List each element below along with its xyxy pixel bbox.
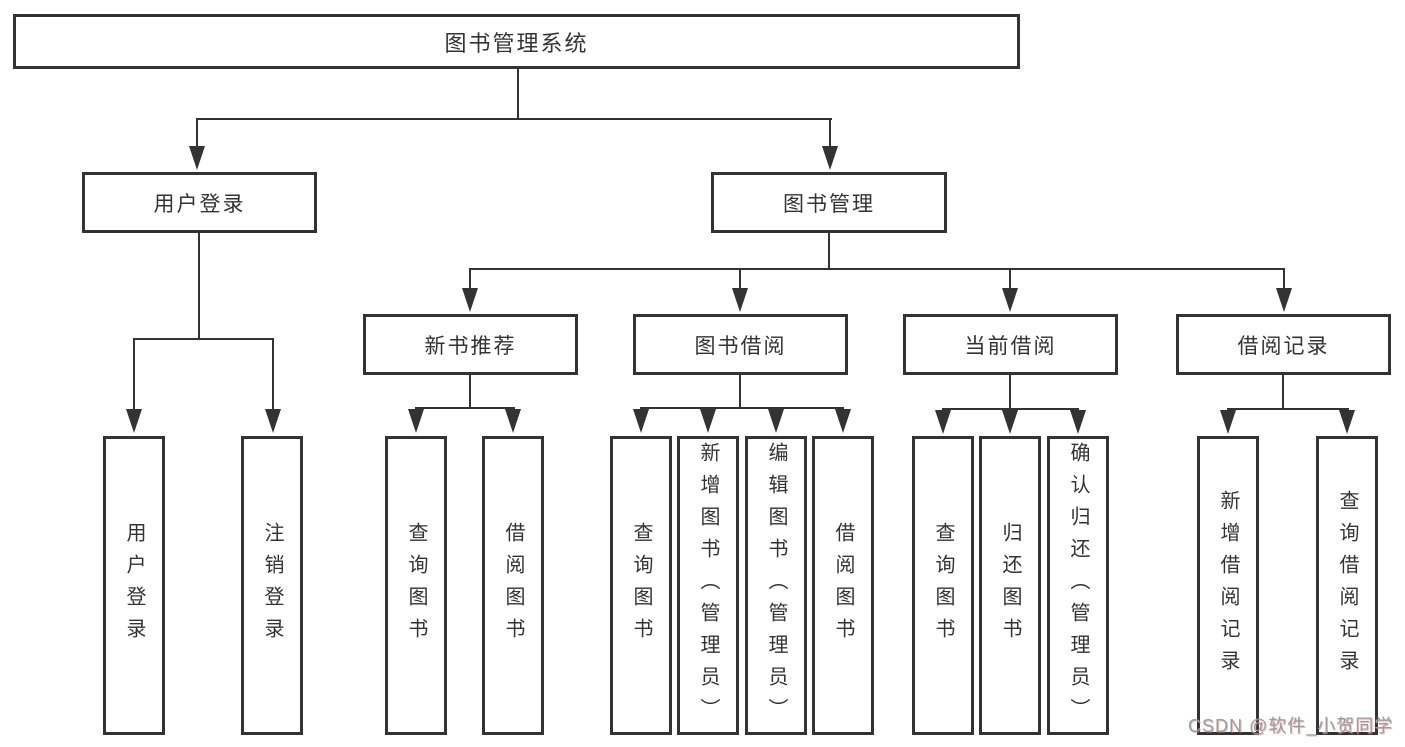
connector-borrowing-stem bbox=[739, 375, 741, 409]
leaf-confirm-return-admin: 确认归还（管理员） bbox=[1047, 436, 1109, 735]
node-label: 用户登录 bbox=[153, 192, 246, 216]
leaf-label: 确认归还（管理员） bbox=[1067, 441, 1089, 730]
node-library-management-system: 图书管理系统 bbox=[13, 14, 1020, 69]
leaf-borrow-books: 借阅图书 bbox=[812, 436, 874, 735]
node-new-book-recommendation: 新书推荐 bbox=[363, 314, 578, 375]
leaf-label: 查询图书 bbox=[405, 521, 427, 650]
leaf-query-books-current: 查询图书 bbox=[912, 436, 974, 735]
connector-book-management-hbar bbox=[469, 268, 1285, 270]
connector-stem-user-login bbox=[196, 118, 198, 150]
arrow-down-icon bbox=[126, 409, 142, 433]
connector-records-stem bbox=[1282, 375, 1284, 410]
connector-stem-book-management bbox=[829, 118, 831, 150]
csdn-watermark: CSDN @软件_小贺同学 bbox=[1188, 716, 1394, 736]
leaf-add-borrow-record: 新增借阅记录 bbox=[1197, 436, 1259, 735]
node-book-management: 图书管理 bbox=[711, 172, 947, 233]
arrow-down-icon bbox=[935, 410, 951, 434]
connector-user-login-stem bbox=[198, 233, 200, 340]
leaf-query-books-recommend: 查询图书 bbox=[385, 436, 447, 735]
leaf-return-books: 归还图书 bbox=[979, 436, 1041, 735]
leaf-query-borrow-record: 查询借阅记录 bbox=[1316, 436, 1378, 735]
connector-current-stem bbox=[1009, 375, 1011, 410]
leaf-query-books-borrowing: 查询图书 bbox=[610, 436, 672, 735]
arrow-down-icon bbox=[732, 288, 748, 312]
node-book-borrowing: 图书借阅 bbox=[633, 314, 848, 375]
arrow-down-icon bbox=[408, 409, 424, 433]
connector-borrowing-hbar bbox=[640, 407, 844, 409]
arrow-down-icon bbox=[822, 146, 838, 170]
node-label: 图书管理 bbox=[783, 192, 875, 216]
leaf-add-books-admin: 新增图书（管理员） bbox=[677, 436, 739, 735]
connector-records-hbar bbox=[1227, 408, 1349, 410]
arrow-down-icon bbox=[1070, 410, 1086, 434]
arrow-down-icon bbox=[462, 288, 478, 312]
connector-root-hbar bbox=[196, 118, 832, 120]
connector-stem-leaf bbox=[133, 338, 135, 412]
connector-user-login-hbar bbox=[133, 338, 274, 340]
leaf-label: 查询借阅记录 bbox=[1336, 489, 1358, 682]
arrow-down-icon bbox=[265, 409, 281, 433]
node-label: 图书借阅 bbox=[694, 334, 787, 358]
leaf-label: 注销登录 bbox=[261, 521, 283, 650]
arrow-down-icon bbox=[1002, 288, 1018, 312]
leaf-logout: 注销登录 bbox=[241, 436, 303, 735]
connector-stem-l3 bbox=[1009, 268, 1011, 292]
node-borrowing-records: 借阅记录 bbox=[1176, 314, 1391, 375]
connector-stem-l3 bbox=[469, 268, 471, 292]
leaf-label: 新增图书（管理员） bbox=[697, 441, 719, 730]
connector-stem-l3 bbox=[1283, 268, 1285, 292]
arrow-down-icon bbox=[768, 409, 784, 433]
leaf-label: 查询图书 bbox=[630, 521, 652, 650]
arrow-down-icon bbox=[1276, 288, 1292, 312]
node-label: 借阅记录 bbox=[1237, 334, 1330, 358]
arrow-down-icon bbox=[189, 146, 205, 170]
leaf-label: 用户登录 bbox=[123, 521, 145, 650]
leaf-label: 借阅图书 bbox=[832, 521, 854, 650]
arrow-down-icon bbox=[505, 409, 521, 433]
connector-book-management-stem bbox=[828, 233, 830, 270]
node-user-login: 用户登录 bbox=[82, 172, 317, 233]
leaf-edit-books-admin: 编辑图书（管理员） bbox=[745, 436, 807, 735]
leaf-label: 归还图书 bbox=[999, 521, 1021, 650]
connector-recommend-hbar bbox=[415, 407, 515, 409]
leaf-label: 新增借阅记录 bbox=[1217, 489, 1239, 682]
connector-recommend-stem bbox=[469, 375, 471, 409]
arrow-down-icon bbox=[835, 409, 851, 433]
connector-root-stem bbox=[517, 68, 519, 119]
leaf-user-login: 用户登录 bbox=[103, 436, 165, 735]
node-label: 当前借阅 bbox=[964, 334, 1057, 358]
arrow-down-icon bbox=[1002, 410, 1018, 434]
arrow-down-icon bbox=[700, 409, 716, 433]
leaf-label: 借阅图书 bbox=[502, 521, 524, 650]
node-label: 新书推荐 bbox=[424, 334, 517, 358]
connector-stem-l3 bbox=[739, 268, 741, 292]
leaf-label: 查询图书 bbox=[932, 521, 954, 650]
connector-stem-leaf bbox=[272, 338, 274, 412]
leaf-label: 编辑图书（管理员） bbox=[765, 441, 787, 730]
node-current-borrowing: 当前借阅 bbox=[903, 314, 1118, 375]
arrow-down-icon bbox=[1220, 410, 1236, 434]
arrow-down-icon bbox=[633, 409, 649, 433]
node-label: 图书管理系统 bbox=[444, 30, 589, 56]
leaf-borrow-books-recommend: 借阅图书 bbox=[482, 436, 544, 735]
arrow-down-icon bbox=[1339, 410, 1355, 434]
